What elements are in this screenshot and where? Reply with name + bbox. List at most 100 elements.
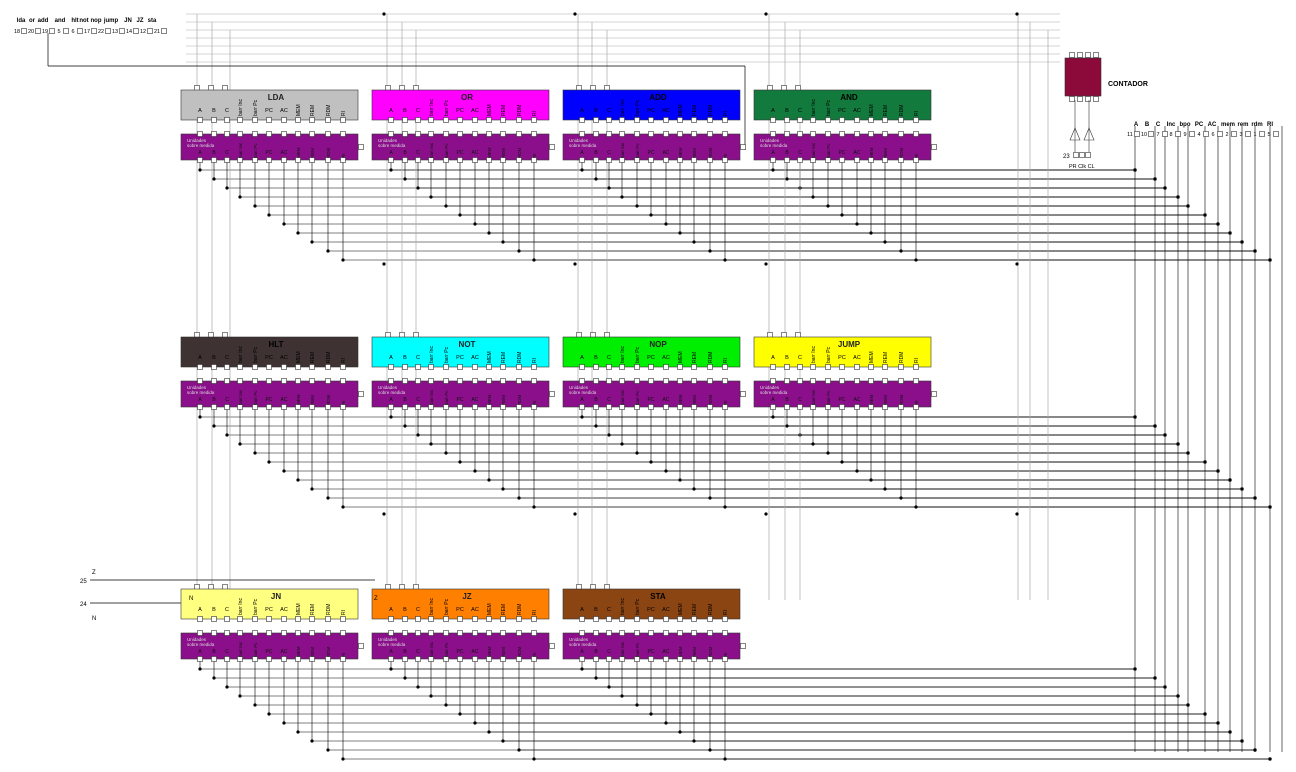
signal-label: RI (723, 610, 729, 615)
decoder-pin (898, 131, 904, 137)
junction-dot (580, 667, 584, 671)
decoder-pin (402, 404, 408, 410)
decoder-signal-label: barr Pc (444, 143, 449, 158)
flag-n-pin: 24 (80, 602, 87, 608)
decoder-signal-label: barr Inc (620, 142, 625, 158)
decoder-pin (691, 656, 697, 662)
signal-label: REM (310, 604, 316, 615)
signal-label: C (416, 355, 420, 361)
signal-label: barr Inc (811, 99, 817, 116)
decoder-signal-label: PC (457, 649, 464, 655)
signal-label: A (771, 355, 775, 361)
decoder-pin (722, 630, 728, 636)
junction-dot (282, 469, 286, 473)
module-signal-pin (882, 364, 888, 370)
module-signal-pin (388, 364, 394, 370)
junction-dot (811, 442, 815, 446)
decoder-signal-label: A (198, 649, 202, 655)
module-signal-pin (428, 616, 434, 622)
decoder-side-pin (549, 391, 555, 397)
decoder-signal-label: PC (839, 150, 846, 156)
output-pin (1231, 131, 1237, 137)
decoder-signal-label: barr Inc (620, 641, 625, 657)
signal-label: PC (265, 108, 273, 114)
signal-label: B (594, 355, 598, 361)
decoder-pin (325, 656, 331, 662)
junction-dot (212, 424, 216, 428)
decoder-pin (531, 131, 537, 137)
junction-dot (620, 442, 624, 446)
counter-control-pin (1073, 152, 1079, 158)
decoder-signal-label: B (785, 150, 789, 156)
decoder-signal-label: barr Inc (620, 389, 625, 405)
output-label: mem (1221, 122, 1235, 128)
decoder-pin (237, 157, 243, 163)
module-signal-pin (913, 364, 919, 370)
module-signal-pin (663, 616, 669, 622)
signal-label: REM (692, 604, 698, 615)
junction-dot (1015, 512, 1019, 516)
signal-label: REM (692, 352, 698, 363)
output-pin-number: 1 (1253, 132, 1256, 138)
module-signal-pin (593, 364, 599, 370)
decoder-text: sobre medida (187, 143, 215, 148)
decoder-pin (839, 131, 845, 137)
junction-dot (764, 12, 768, 16)
decoder-pin (309, 404, 315, 410)
instruction-name: STA (650, 592, 666, 601)
junction-dot (389, 168, 393, 172)
module-signal-pin (224, 117, 230, 123)
decoder-pin (388, 656, 394, 662)
decoder-pin (531, 157, 537, 163)
instruction-name: ADD (649, 93, 667, 102)
decoder-pin (648, 656, 654, 662)
decoder-text: Unidades (569, 385, 589, 390)
signal-label: barr Pc (253, 346, 259, 363)
decoder-pin (237, 378, 243, 384)
signal-label: C (416, 108, 420, 114)
signal-label: A (389, 108, 393, 114)
module-signal-pin (486, 364, 492, 370)
decoder-signal-label: A (580, 649, 584, 655)
decoder-pin (854, 157, 860, 163)
decoder-signal-label: C (416, 649, 420, 655)
decoder-signal-label: A (198, 150, 202, 156)
decoder-signal-label: barr Pc (635, 390, 640, 405)
signal-label: REM (501, 105, 507, 116)
decoder-pin (325, 404, 331, 410)
decoder-signal-label: MEM (678, 394, 683, 405)
signal-label: C (225, 607, 229, 613)
module-signal-pin (309, 117, 315, 123)
decoder-text: sobre medida (569, 143, 597, 148)
decoder-signal-label: B (785, 397, 789, 403)
signal-label: barr Inc (620, 598, 626, 615)
counter-pin (1077, 96, 1083, 102)
junction-dot (517, 748, 521, 752)
decoder-pin (882, 378, 888, 384)
decoder-pin (197, 630, 203, 636)
signal-label: RI (914, 358, 920, 363)
junction-dot (416, 186, 420, 190)
junction-dot (473, 469, 477, 473)
signal-label: B (785, 355, 789, 361)
signal-label: MEM (678, 351, 684, 363)
decoder-pin (457, 404, 463, 410)
decoder-text: Unidades (378, 637, 398, 642)
decoder-pin (500, 131, 506, 137)
signal-label: MEM (678, 104, 684, 116)
module-signal-pin (252, 616, 258, 622)
output-pin-number: 6 (1211, 132, 1214, 138)
junction-dot (487, 730, 491, 734)
junction-dot (310, 739, 314, 743)
decoder-pin (898, 157, 904, 163)
module-signal-pin (677, 364, 683, 370)
module-signal-pin (472, 117, 478, 123)
signal-label: REM (310, 352, 316, 363)
decoder-pin (281, 404, 287, 410)
decoder-pin (619, 656, 625, 662)
junction-dot (723, 505, 727, 509)
decoder-pin (325, 131, 331, 137)
